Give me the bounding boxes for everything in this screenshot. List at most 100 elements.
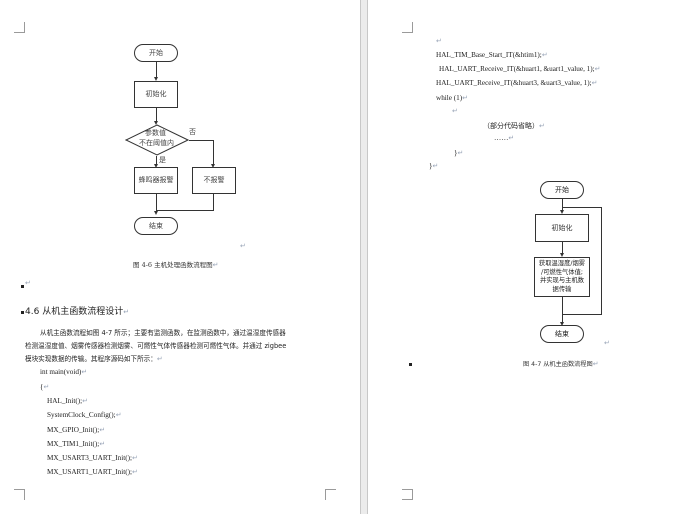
- branch-yes-label: 是: [159, 156, 166, 164]
- paragraph-line: 检测温湿度值、烟雾传感器检测烟雾、可燃性气体传感器检测可燃性气体。并通过 zig…: [25, 342, 287, 350]
- paragraph-mark: ↵: [604, 339, 610, 347]
- connector: [156, 108, 157, 123]
- connector: [156, 194, 157, 213]
- connector: [562, 242, 563, 255]
- paragraph-mark: ↵: [99, 426, 106, 434]
- process-line: 并实现与主机数: [539, 277, 585, 284]
- arrow-icon: [153, 121, 158, 125]
- paragraph-mark: ↵: [457, 149, 464, 157]
- section-title: 从机主函数流程设计: [42, 307, 124, 317]
- code-line: int main(void): [40, 368, 82, 376]
- flow-alarm: 蜂鸣器报警: [134, 167, 178, 194]
- code-line: HAL_Init();: [47, 397, 83, 405]
- paragraph-mark: ↵: [115, 411, 122, 419]
- flow-init: 初始化: [134, 81, 178, 108]
- flow-end: 结束: [540, 325, 584, 343]
- loop-connector: [563, 314, 602, 315]
- arrow-icon: [153, 211, 158, 215]
- flow-init: 初始化: [535, 214, 589, 242]
- paragraph-mark: ↵: [594, 65, 601, 73]
- code-line: MX_TIM1_Init();: [47, 440, 100, 448]
- flow-end-label: 结束: [149, 221, 163, 230]
- paragraph-mark: ↵: [212, 261, 219, 269]
- code-line: HAL_UART_Receive_IT(&huart3, &uart3_valu…: [436, 79, 592, 87]
- connector: [562, 297, 563, 324]
- page-gutter: [360, 0, 368, 514]
- paragraph-mark: ↵: [240, 242, 246, 250]
- caption-text: 图 4-7 从机主函数流程图: [523, 361, 593, 368]
- process-line: 获取温湿度/烟雾: [538, 260, 586, 267]
- document-page-left: 开始 初始化 参数值 不在阈值内 否 是 蜂鸣器报警 不报警: [14, 22, 345, 500]
- paragraph-mark: ↵: [592, 360, 599, 368]
- paragraph-mark: ↵: [452, 107, 458, 115]
- omitted-code-note: （部分代码省略）: [483, 122, 539, 130]
- body-paragraph: 从机主函数流程如图 4-7 所示；主要有监测函数，在监测函数中，通过温湿度传感器…: [25, 327, 345, 366]
- code-line: {: [40, 383, 44, 391]
- loop-connector: [601, 207, 602, 314]
- flow-start: 开始: [134, 44, 178, 62]
- connector: [562, 199, 563, 212]
- flow-init-label: 初始化: [145, 90, 167, 98]
- paragraph-bullet: [21, 311, 24, 314]
- connector: [213, 194, 214, 210]
- code-line: HAL_UART_Receive_IT(&huart1, &uart1_valu…: [439, 65, 595, 73]
- paragraph-mark: ↵: [156, 355, 163, 363]
- flow-no-alarm-label: 不报警: [203, 176, 225, 184]
- flow-start: 开始: [540, 181, 584, 199]
- paragraph-mark: ↵: [541, 51, 548, 59]
- paragraph-bullet: [21, 285, 24, 288]
- flow-init-label: 初始化: [551, 223, 573, 232]
- process-line: /可燃性气体值;: [540, 268, 584, 276]
- paragraph-mark: ↵: [132, 454, 138, 462]
- loop-connector: [563, 207, 601, 208]
- arrow-icon: [153, 164, 158, 168]
- crop-mark-top-left: [14, 22, 25, 33]
- paragraph-mark: ↵: [508, 134, 515, 142]
- paragraph-mark: ↵: [123, 308, 130, 316]
- paragraph-mark: ↵: [43, 383, 50, 391]
- arrow-icon: [559, 253, 564, 257]
- spacer: [402, 489, 412, 500]
- paragraph-mark: ↵: [462, 94, 469, 102]
- document-page-right: ↵ HAL_TIM_Base_Start_IT(&htim1);↵ HAL_UA…: [368, 0, 700, 514]
- paragraph-mark: ↵: [436, 37, 442, 45]
- paragraph-mark: ↵: [99, 440, 106, 448]
- flow-process: 获取温湿度/烟雾 /可燃性气体值; 并实现与主机数 据传输: [534, 257, 590, 297]
- connector: [156, 62, 157, 78]
- decision-label-line1: 参数值: [145, 129, 166, 137]
- arrow-icon: [153, 77, 158, 81]
- paragraph-line: 从机主函数流程如图 4-7 所示；主要有监测函数，在监测函数中，通过温湿度传感器: [40, 329, 286, 337]
- flow-end-label: 结束: [555, 329, 569, 338]
- crop-mark-bottom-right: [325, 489, 336, 500]
- code-line: }: [454, 149, 458, 157]
- paragraph-mark: ↵: [82, 397, 89, 405]
- flow-no-alarm: 不报警: [192, 167, 236, 194]
- code-line: MX_USART1_UART_Init();: [47, 468, 132, 476]
- paragraph-mark: ↵: [25, 279, 31, 287]
- crop-mark-bottom-left: [402, 489, 413, 500]
- branch-no-label: 否: [189, 128, 196, 136]
- process-line: 据传输: [552, 285, 572, 293]
- flow-decision-diamond: [125, 124, 189, 156]
- paragraph-mark: ↵: [539, 122, 545, 130]
- flow-start-label: 开始: [555, 185, 569, 194]
- flow-start-label: 开始: [149, 48, 163, 57]
- code-line: HAL_TIM_Base_Start_IT(&htim1);: [436, 51, 542, 59]
- arrow-icon: [559, 210, 564, 214]
- arrow-icon: [559, 322, 564, 326]
- code-line: MX_USART3_UART_Init();: [47, 454, 132, 462]
- connector: [213, 140, 214, 166]
- section-number: 4.6: [25, 307, 40, 317]
- connector: [157, 210, 214, 211]
- paragraph-mark: ↵: [81, 368, 88, 376]
- code-line: while (1): [436, 94, 463, 102]
- paragraph-line: 模块实现数据的传输。其程序源码如下所示：: [25, 355, 157, 363]
- paragraph-bullet: [409, 363, 412, 366]
- paragraph-mark: ↵: [432, 162, 439, 170]
- figure-4-6-caption: 图 4-6 主机处理函数流程图↵: [133, 259, 218, 269]
- paragraph-mark: ↵: [132, 468, 138, 476]
- paragraph-mark: ↵: [591, 79, 598, 87]
- crop-mark-bottom-left: [14, 489, 25, 500]
- code-line: }: [429, 162, 433, 170]
- decision-label-line2: 不在阈值内: [139, 139, 174, 147]
